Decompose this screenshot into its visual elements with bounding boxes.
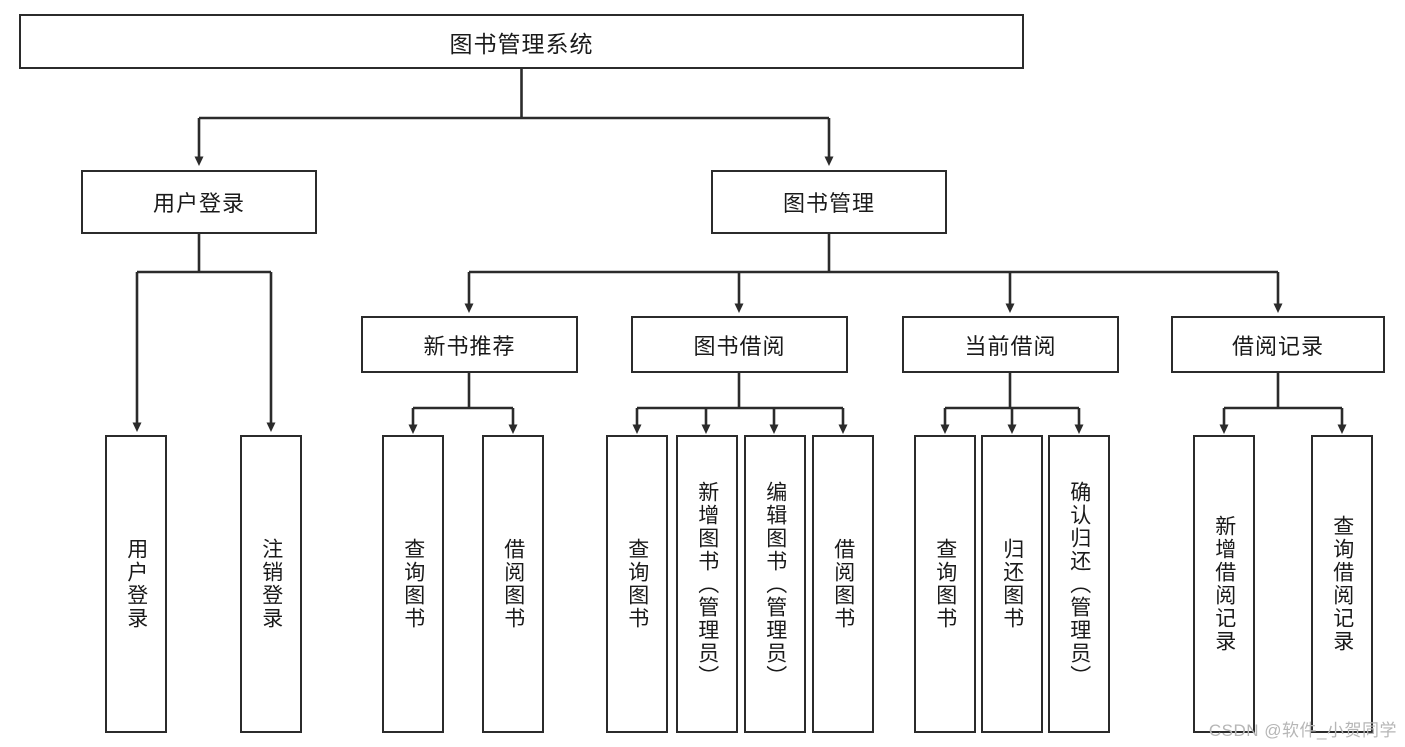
node-label: 图书管理系统 [449,30,594,57]
node-label: 用户登录 [152,191,245,216]
leaf-current-return-book[interactable]: 归还图书 [981,435,1043,733]
node-label: 当前借阅 [964,333,1057,359]
node-label: 归还图书 [1000,538,1024,630]
node-label: 用户登录 [124,538,148,630]
node-root-book-management-system[interactable]: 图书管理系统 [19,14,1024,69]
node-label: 查询借阅记录 [1330,515,1354,653]
node-label: 确认归还（管理员） [1067,480,1091,688]
leaf-user-login-logout[interactable]: 注销登录 [240,435,302,733]
node-label: 新书推荐 [423,333,516,359]
leaf-user-login-login[interactable]: 用户登录 [105,435,167,733]
node-new-book-recommend[interactable]: 新书推荐 [361,316,578,373]
leaf-recommend-query-book[interactable]: 查询图书 [382,435,444,733]
leaf-current-confirm-return-admin[interactable]: 确认归还（管理员） [1048,435,1110,733]
node-label: 图书借阅 [693,333,786,359]
watermark: CSDN @软件_小贺同学 [1208,721,1397,740]
node-label: 注销登录 [259,538,283,630]
node-label: 借阅图书 [831,538,855,630]
node-label: 查询图书 [401,538,425,630]
leaf-record-query-borrow-record[interactable]: 查询借阅记录 [1311,435,1373,733]
leaf-borrow-query-book[interactable]: 查询图书 [606,435,668,733]
node-label: 图书管理 [782,191,875,216]
leaf-current-query-book[interactable]: 查询图书 [914,435,976,733]
leaf-record-add-borrow-record[interactable]: 新增借阅记录 [1193,435,1255,733]
node-label: 编辑图书（管理员） [763,480,787,688]
node-book-management[interactable]: 图书管理 [711,170,947,234]
leaf-borrow-edit-book-admin[interactable]: 编辑图书（管理员） [744,435,806,733]
node-user-login[interactable]: 用户登录 [81,170,317,234]
node-label: 借阅记录 [1231,333,1324,359]
leaf-borrow-add-book-admin[interactable]: 新增图书（管理员） [676,435,738,733]
node-book-borrow[interactable]: 图书借阅 [631,316,848,373]
node-label: 新增图书（管理员） [695,480,719,688]
node-label: 查询图书 [625,538,649,630]
node-label: 新增借阅记录 [1212,515,1236,653]
node-borrow-record[interactable]: 借阅记录 [1171,316,1385,373]
node-label: 借阅图书 [501,538,525,630]
leaf-borrow-borrow-book[interactable]: 借阅图书 [812,435,874,733]
node-label: 查询图书 [933,538,957,630]
leaf-recommend-borrow-book[interactable]: 借阅图书 [482,435,544,733]
node-current-borrow[interactable]: 当前借阅 [902,316,1119,373]
